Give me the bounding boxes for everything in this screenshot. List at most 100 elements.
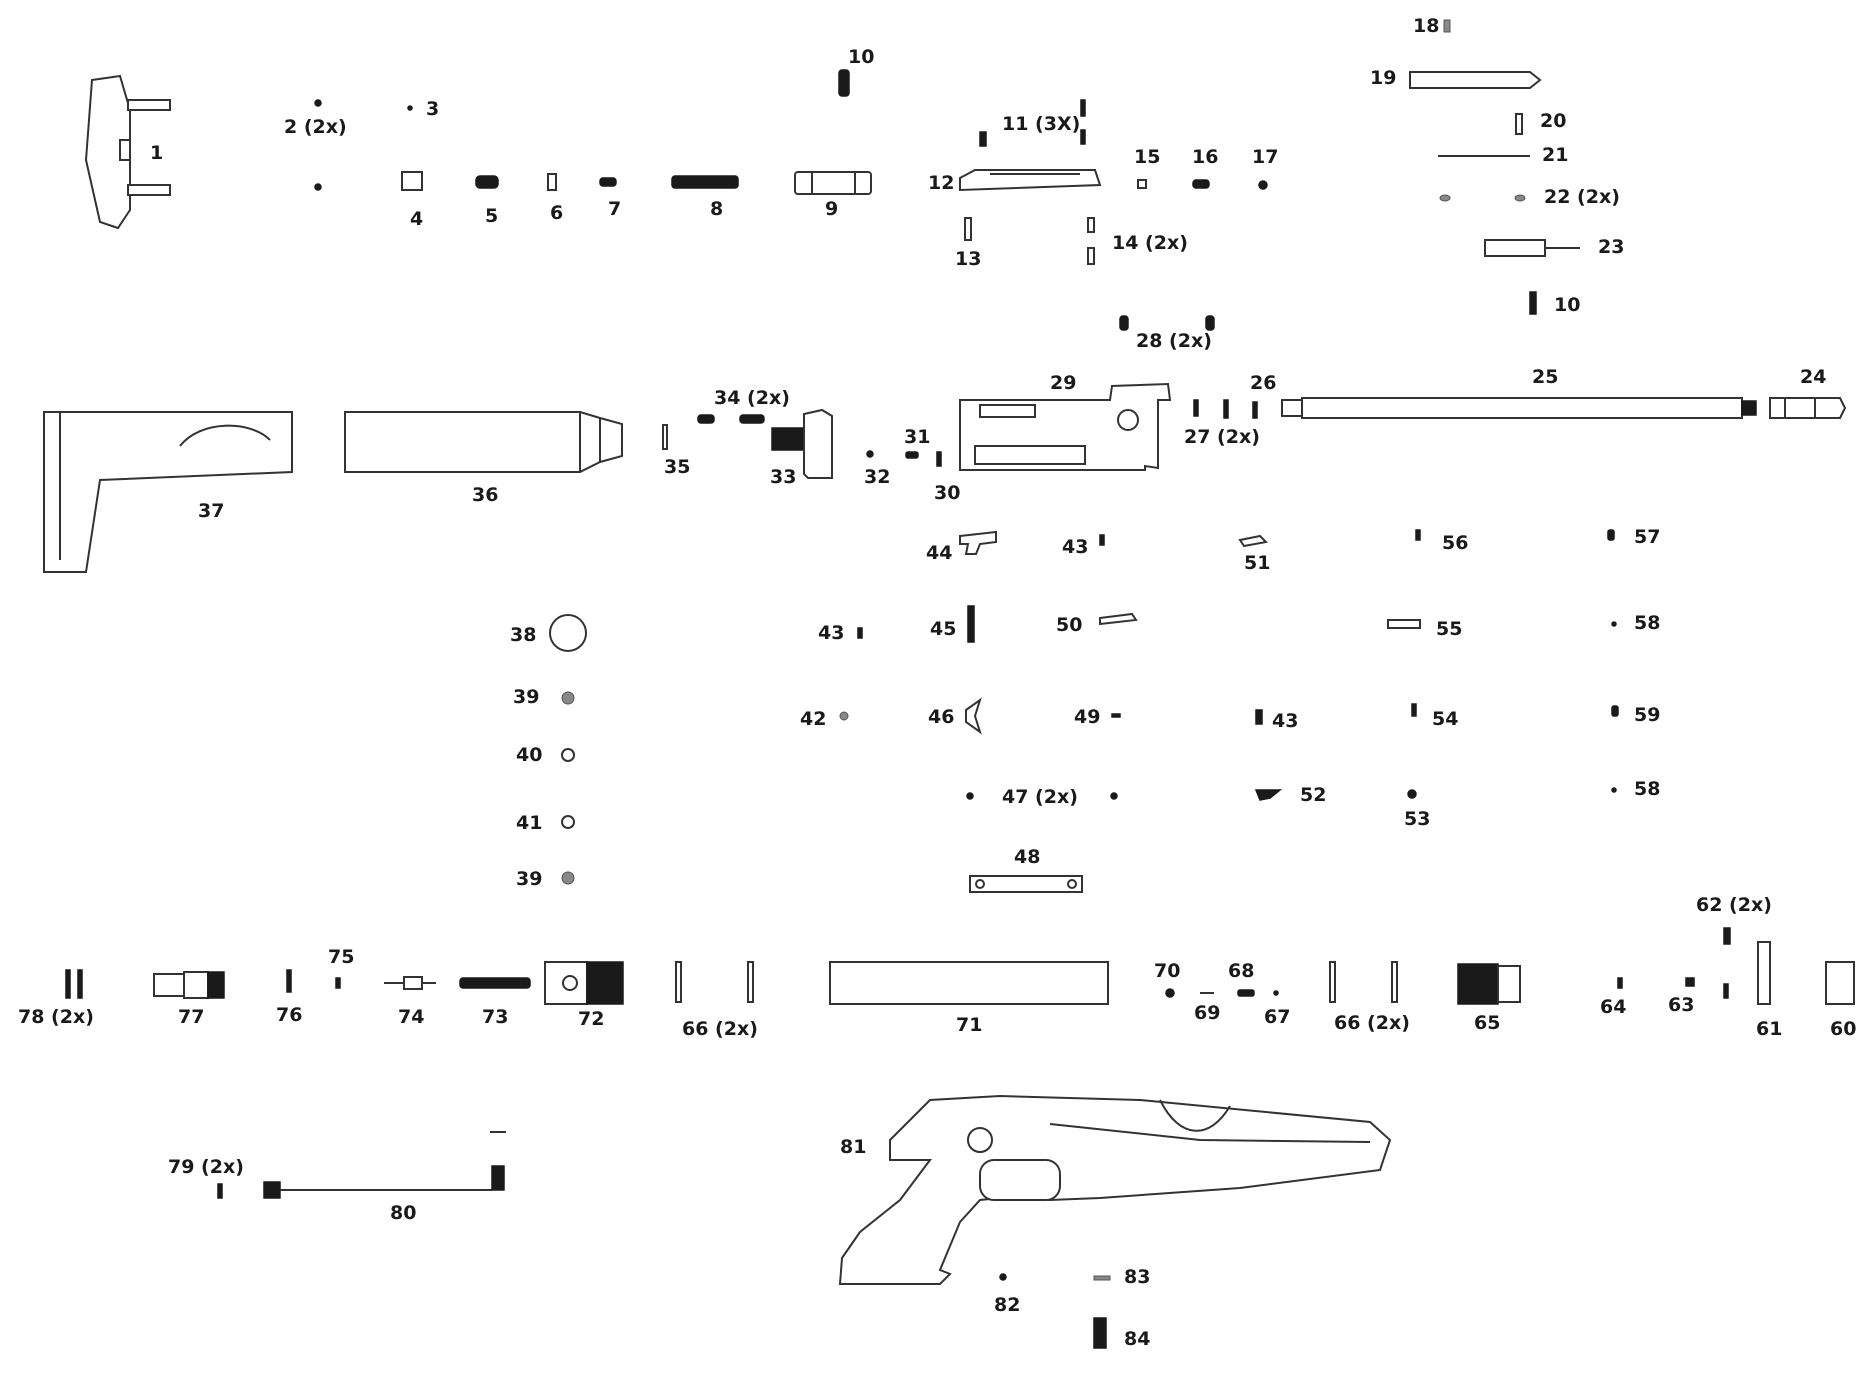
part-label: 60	[1830, 1018, 1857, 1040]
part-77-cap	[153, 971, 225, 999]
part-label: 38	[510, 624, 537, 646]
part-label: 66 (2x)	[1334, 1012, 1410, 1034]
part-label: 67	[1264, 1006, 1291, 1028]
part-label: 81	[840, 1136, 867, 1158]
part-label: 62 (2x)	[1696, 894, 1772, 916]
part-label: 64	[1600, 996, 1627, 1018]
part-label: 56	[1442, 532, 1469, 554]
part-label: 52	[1300, 784, 1327, 806]
part-label: 15	[1134, 146, 1161, 168]
part-label: 44	[926, 542, 953, 564]
part-33-block	[771, 408, 833, 479]
part-label: 49	[1074, 706, 1101, 728]
part-29-receiver	[959, 382, 1172, 471]
part-label: 4	[410, 208, 424, 230]
part-label: 3	[426, 98, 440, 120]
part-label: 27 (2x)	[1184, 426, 1260, 448]
part-label: 34 (2x)	[714, 387, 790, 409]
part-label: 29	[1050, 372, 1077, 394]
part-label: 76	[276, 1004, 303, 1026]
part-label: 53	[1404, 808, 1431, 830]
part-label: 11 (3X)	[1002, 113, 1081, 135]
part-23-plunger	[1484, 239, 1580, 257]
part-label: 33	[770, 466, 797, 488]
part-label: 41	[516, 812, 543, 834]
part-81-grip-stock	[838, 1094, 1392, 1285]
part-label: 17	[1252, 146, 1279, 168]
part-label: 80	[390, 1202, 417, 1224]
part-label: 42	[800, 708, 827, 730]
part-label: 26	[1250, 372, 1277, 394]
part-label: 32	[864, 466, 891, 488]
part-label: 10	[848, 46, 875, 68]
part-25-barrel	[1281, 397, 1757, 419]
part-label: 12	[928, 172, 955, 194]
part-label: 20	[1540, 110, 1567, 132]
part-label: 82	[994, 1294, 1021, 1316]
part-label: 70	[1154, 960, 1181, 982]
part-label: 7	[608, 198, 622, 220]
part-label: 16	[1192, 146, 1219, 168]
part-label: 78 (2x)	[18, 1006, 94, 1028]
part-36-tube	[344, 411, 623, 473]
part-label: 46	[928, 706, 955, 728]
part-37-stock	[43, 411, 293, 573]
part-9-housing	[794, 171, 872, 195]
part-label: 84	[1124, 1328, 1151, 1350]
part-1-buttplate	[84, 74, 171, 230]
part-label: 83	[1124, 1266, 1151, 1288]
part-label: 10	[1554, 294, 1581, 316]
part-label: 8	[710, 198, 724, 220]
part-74-pin	[384, 976, 436, 990]
part-label: 43	[818, 622, 845, 644]
part-label: 18	[1413, 15, 1440, 37]
part-label: 79 (2x)	[168, 1156, 244, 1178]
part-label: 45	[930, 618, 957, 640]
part-label: 24	[1800, 366, 1827, 388]
part-label: 65	[1474, 1012, 1501, 1034]
part-label: 72	[578, 1008, 605, 1030]
part-label: 50	[1056, 614, 1083, 636]
part-label: 43	[1062, 536, 1089, 558]
part-label: 47 (2x)	[1002, 786, 1078, 808]
part-label: 1	[150, 142, 164, 164]
part-label: 40	[516, 744, 543, 766]
part-label: 51	[1244, 552, 1271, 574]
part-label: 77	[178, 1006, 205, 1028]
part-label: 75	[328, 946, 355, 968]
part-label: 58	[1634, 778, 1661, 800]
part-label: 28 (2x)	[1136, 330, 1212, 352]
part-24-muzzle	[1769, 397, 1847, 419]
part-12-rail	[959, 169, 1102, 192]
part-label: 25	[1532, 366, 1559, 388]
part-label: 39	[516, 868, 543, 890]
part-label: 48	[1014, 846, 1041, 868]
part-label: 13	[955, 248, 982, 270]
part-label: 71	[956, 1014, 983, 1036]
part-label: 2 (2x)	[284, 116, 347, 138]
part-label: 39	[513, 686, 540, 708]
part-label: 73	[482, 1006, 509, 1028]
part-label: 58	[1634, 612, 1661, 634]
part-label: 36	[472, 484, 499, 506]
part-label: 30	[934, 482, 961, 504]
part-label: 21	[1542, 144, 1569, 166]
part-label: 55	[1436, 618, 1463, 640]
part-label: 59	[1634, 704, 1661, 726]
part-label: 5	[485, 205, 499, 227]
part-label: 54	[1432, 708, 1459, 730]
part-label: 57	[1634, 526, 1661, 548]
part-label: 35	[664, 456, 691, 478]
part-label: 22 (2x)	[1544, 186, 1620, 208]
part-label: 68	[1228, 960, 1255, 982]
part-label: 37	[198, 500, 225, 522]
part-8-spring	[671, 175, 739, 189]
part-label: 74	[398, 1006, 425, 1028]
part-label: 69	[1194, 1002, 1221, 1024]
part-72-cylinder	[544, 961, 624, 1005]
part-label: 23	[1598, 236, 1625, 258]
part-65-thread	[1457, 963, 1521, 1005]
part-label: 14 (2x)	[1112, 232, 1188, 254]
